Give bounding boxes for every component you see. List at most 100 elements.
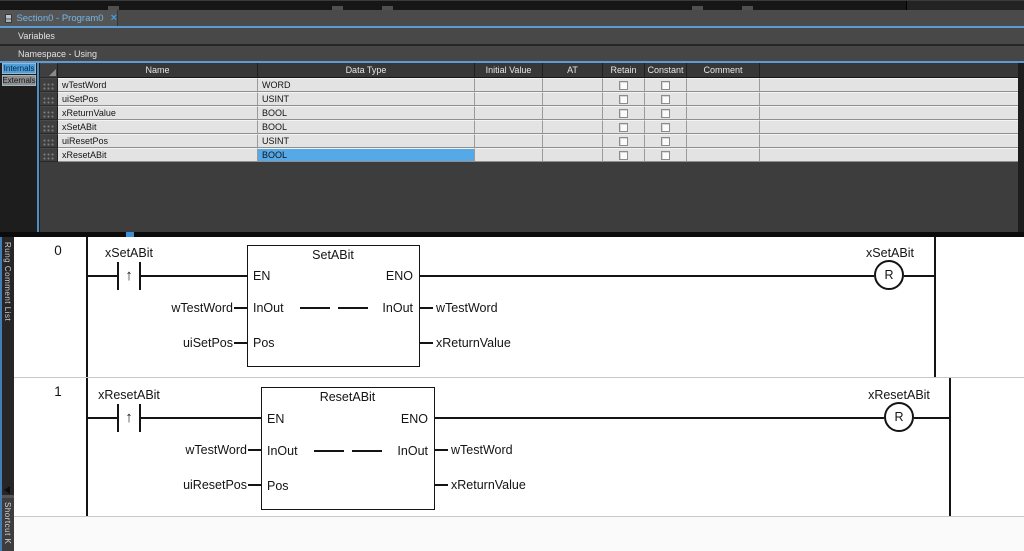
- at-cell[interactable]: [543, 92, 603, 106]
- at-cell[interactable]: [543, 106, 603, 120]
- select-all-cell[interactable]: [40, 63, 58, 78]
- rung-comment-panel-tab[interactable]: Rung Comment List: [0, 237, 14, 496]
- initial-value-cell[interactable]: [475, 92, 543, 106]
- tab-internals-label: Internals: [3, 64, 35, 73]
- name-cell[interactable]: uiResetPos: [58, 134, 258, 148]
- name-cell[interactable]: xResetABit: [58, 148, 258, 162]
- retain-checkbox[interactable]: [619, 108, 628, 118]
- shortcut-panel-tab[interactable]: Shortcut K: [0, 498, 14, 551]
- initial-value-cell[interactable]: [475, 120, 543, 134]
- data-type-cell[interactable]: WORD: [258, 78, 475, 92]
- at-cell[interactable]: [543, 148, 603, 162]
- function-block-setabit[interactable]: SetABit EN ENO InOut InOut Pos: [247, 245, 420, 367]
- coil-label[interactable]: xResetABit: [868, 388, 930, 402]
- initial-value-cell[interactable]: [475, 134, 543, 148]
- filler-cell: [760, 120, 1018, 134]
- contact-label[interactable]: xResetABit: [98, 388, 160, 402]
- constant-cell: [645, 106, 687, 120]
- drag-dots-icon: [43, 125, 55, 132]
- initial-value-cell[interactable]: [475, 148, 543, 162]
- header-initial-value[interactable]: Initial Value: [475, 63, 543, 78]
- data-type-cell-selected[interactable]: BOOL: [258, 148, 475, 162]
- at-cell[interactable]: [543, 120, 603, 134]
- namespace-bar[interactable]: Namespace - Using: [0, 46, 1024, 61]
- pin-pos: Pos: [253, 336, 275, 350]
- header-retain[interactable]: Retain: [603, 63, 645, 78]
- input-operand-pos[interactable]: uiResetPos: [183, 478, 247, 492]
- tab-internals[interactable]: Internals: [2, 63, 36, 74]
- document-tab-bar: Section0 - Program0 ×: [0, 10, 1024, 26]
- reset-coil[interactable]: R: [874, 260, 904, 290]
- name-cell[interactable]: uiSetPos: [58, 92, 258, 106]
- header-constant[interactable]: Constant: [645, 63, 687, 78]
- function-block-resetabit[interactable]: ResetABit EN ENO InOut InOut Pos: [261, 387, 435, 510]
- header-at[interactable]: AT: [543, 63, 603, 78]
- header-name[interactable]: Name: [58, 63, 258, 78]
- contact-bar: [117, 262, 119, 290]
- rising-edge-contact[interactable]: ↑: [117, 262, 141, 290]
- contact-label[interactable]: xSetABit: [105, 246, 153, 260]
- comment-cell[interactable]: [687, 120, 760, 134]
- variables-bar[interactable]: Variables: [0, 28, 1024, 44]
- output-operand-return[interactable]: xReturnValue: [436, 336, 511, 350]
- data-type-cell[interactable]: BOOL: [258, 106, 475, 120]
- name-cell[interactable]: xSetABit: [58, 120, 258, 134]
- input-operand-inout[interactable]: wTestWord: [171, 301, 233, 315]
- panel-divider: [0, 232, 1024, 237]
- pin-inout-left: InOut: [267, 444, 298, 458]
- retain-checkbox[interactable]: [619, 136, 628, 146]
- retain-checkbox[interactable]: [619, 80, 628, 90]
- header-comment[interactable]: Comment: [687, 63, 760, 78]
- section-icon: [5, 13, 13, 23]
- tab-section0-program0[interactable]: Section0 - Program0 ×: [0, 10, 118, 26]
- constant-checkbox[interactable]: [661, 150, 670, 160]
- output-operand-return[interactable]: xReturnValue: [451, 478, 526, 492]
- constant-checkbox[interactable]: [661, 136, 670, 146]
- output-operand-inout[interactable]: wTestWord: [451, 443, 513, 457]
- row-handle[interactable]: [40, 78, 58, 92]
- rung-number[interactable]: 1: [54, 384, 62, 399]
- rising-edge-contact[interactable]: ↑: [117, 404, 141, 432]
- retain-cell: [603, 148, 645, 162]
- output-operand-inout[interactable]: wTestWord: [436, 301, 498, 315]
- input-operand-inout[interactable]: wTestWord: [185, 443, 247, 457]
- row-handle[interactable]: [40, 120, 58, 134]
- close-icon[interactable]: ×: [110, 11, 117, 24]
- comment-cell[interactable]: [687, 92, 760, 106]
- data-type-cell[interactable]: BOOL: [258, 120, 475, 134]
- initial-value-cell[interactable]: [475, 106, 543, 120]
- data-type-cell[interactable]: USINT: [258, 134, 475, 148]
- retain-checkbox[interactable]: [619, 94, 628, 104]
- rung-number[interactable]: 0: [54, 243, 62, 258]
- constant-checkbox[interactable]: [661, 80, 670, 90]
- constant-checkbox[interactable]: [661, 122, 670, 132]
- data-type-cell[interactable]: USINT: [258, 92, 475, 106]
- coil-label[interactable]: xSetABit: [866, 246, 914, 260]
- reset-coil[interactable]: R: [884, 402, 914, 432]
- coil-symbol: R: [894, 410, 904, 424]
- comment-cell[interactable]: [687, 106, 760, 120]
- retain-checkbox[interactable]: [619, 150, 628, 160]
- tab-externals[interactable]: Externals: [2, 75, 36, 86]
- name-cell[interactable]: wTestWord: [58, 78, 258, 92]
- header-data-type[interactable]: Data Type: [258, 63, 475, 78]
- row-handle[interactable]: [40, 148, 58, 162]
- comment-cell[interactable]: [687, 134, 760, 148]
- comment-cell[interactable]: [687, 78, 760, 92]
- at-cell[interactable]: [543, 78, 603, 92]
- collapse-arrow-icon[interactable]: [4, 486, 10, 494]
- row-handle[interactable]: [40, 106, 58, 120]
- function-block-title: ResetABit: [319, 390, 376, 404]
- retain-checkbox[interactable]: [619, 122, 628, 132]
- constant-checkbox[interactable]: [661, 108, 670, 118]
- comment-cell[interactable]: [687, 148, 760, 162]
- name-cell[interactable]: xReturnValue: [58, 106, 258, 120]
- input-operand-pos[interactable]: uiSetPos: [182, 336, 233, 350]
- operand-wire: [420, 307, 433, 309]
- constant-checkbox[interactable]: [661, 94, 670, 104]
- constant-cell: [645, 92, 687, 106]
- initial-value-cell[interactable]: [475, 78, 543, 92]
- at-cell[interactable]: [543, 134, 603, 148]
- row-handle[interactable]: [40, 134, 58, 148]
- row-handle[interactable]: [40, 92, 58, 106]
